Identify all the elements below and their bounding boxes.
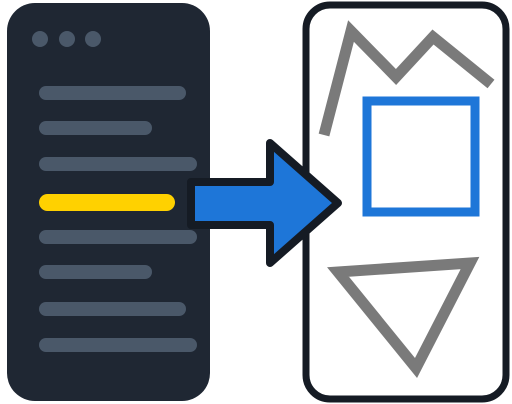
- right-arrow-icon: [187, 139, 342, 267]
- code-line-5: [39, 230, 197, 244]
- code-panel: [7, 3, 210, 401]
- code-line-6: [39, 265, 152, 279]
- code-line-1: [39, 86, 186, 100]
- window-dot-1: [32, 31, 48, 47]
- code-line-3: [39, 157, 197, 171]
- window-dot-2: [59, 31, 75, 47]
- arrow-shape: [187, 139, 342, 267]
- window-dot-3: [85, 31, 101, 47]
- zigzag-line-icon: [318, 20, 495, 137]
- code-line-2: [39, 121, 152, 135]
- canvas-panel: [302, 1, 510, 403]
- square-icon: [362, 96, 480, 217]
- code-line-8: [39, 338, 197, 352]
- code-line-highlighted: [39, 194, 175, 211]
- triangle-icon: [327, 256, 480, 379]
- code-line-7: [39, 302, 186, 316]
